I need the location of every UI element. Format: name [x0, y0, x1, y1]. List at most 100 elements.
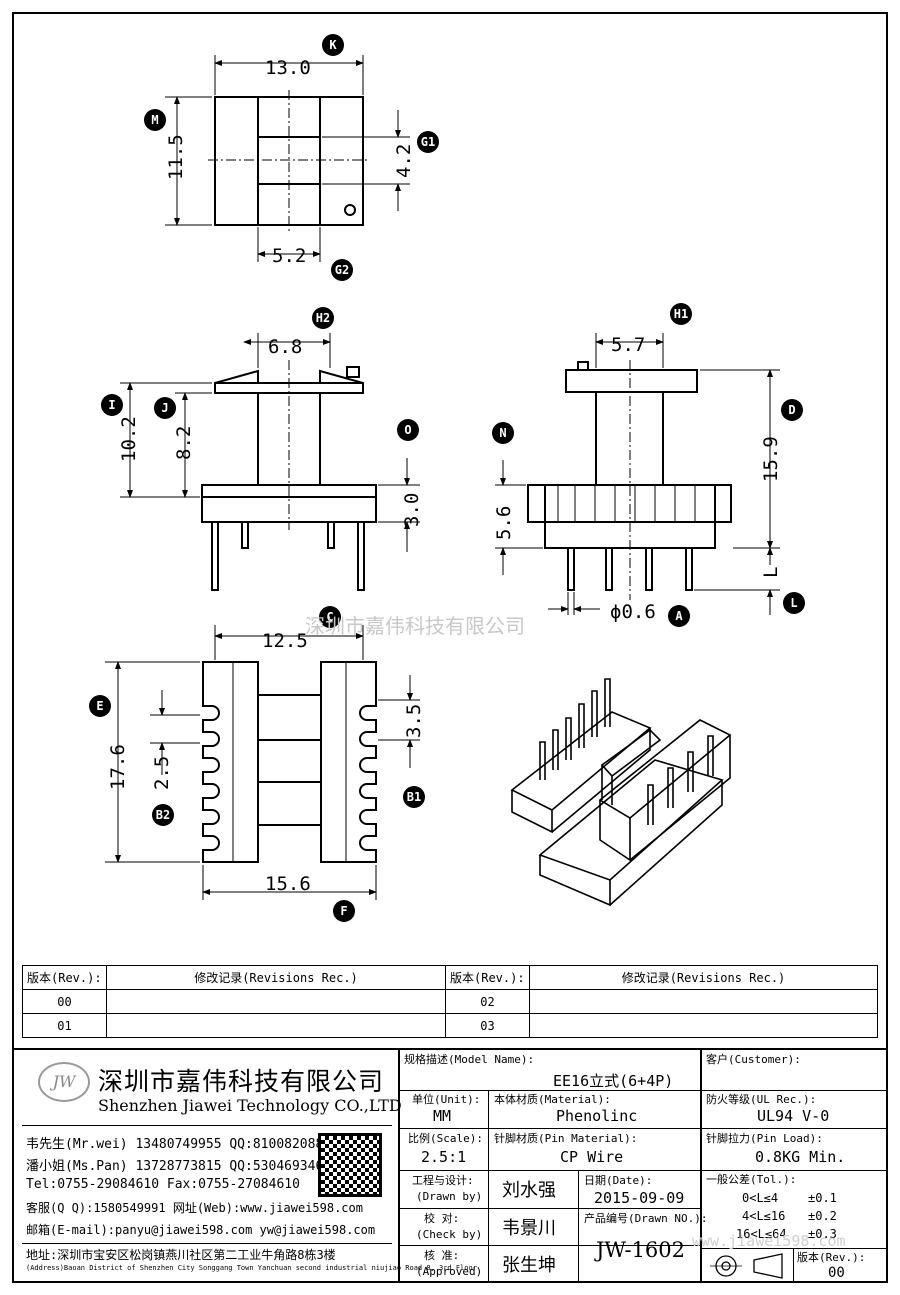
unit-label: 单位(Unit):	[412, 1093, 481, 1106]
ul-value: UL94 V-0	[757, 1107, 830, 1125]
drawn-label-cn: 工程与设计:	[412, 1174, 474, 1187]
marker-D: D	[781, 399, 803, 421]
tolerance-range-2: 4<L≤16	[742, 1209, 786, 1223]
revision-table: 版本(Rev.): 修改记录(Revisions Rec.) 版本(Rev.):…	[22, 965, 878, 1038]
dim-12-5: 12.5	[262, 630, 308, 652]
reference-markers: K M G1 G2 H2 H1 I J O D N L A C E B1 B2 …	[89, 34, 805, 922]
dimension-labels: 13.0 11.5 4.2 5.2 6.8 10.2 8.2 3.0 5.7 1…	[107, 57, 782, 895]
contact-pan: 潘小姐(Ms.Pan) 13728773815 QQ:530469346	[26, 1159, 324, 1174]
dim-8-2: 8.2	[173, 426, 195, 460]
qr-code-icon	[318, 1133, 382, 1197]
tolerance-range-1: 0<L≤4	[742, 1191, 779, 1205]
svg-text:G1: G1	[421, 135, 435, 149]
pin-material-value: CP Wire	[560, 1148, 624, 1166]
marker-F: F	[333, 900, 355, 922]
approve-by-value: 张生坤	[502, 1255, 556, 1276]
tolerance-label: 一般公差(Tol.):	[706, 1173, 797, 1186]
marker-C: C	[319, 606, 341, 628]
marker-G1: G1	[417, 131, 439, 153]
svg-text:L: L	[790, 596, 797, 610]
tolerance-value-2: ±0.2	[808, 1209, 837, 1223]
dim-17-6: 17.6	[107, 744, 129, 790]
marker-B2: B2	[152, 804, 174, 826]
material-label: 本体材质(Material):	[494, 1093, 611, 1106]
marker-L: L	[783, 592, 805, 614]
marker-O: O	[397, 419, 419, 441]
dim-15-9: 15.9	[760, 436, 782, 482]
contact-email: 邮箱(E-mail):panyu@jiawei598.com yw@jiawei…	[26, 1223, 376, 1237]
svg-text:G2: G2	[335, 263, 349, 277]
marker-M: M	[144, 109, 166, 131]
drawn-by-value: 刘水强	[502, 1180, 556, 1201]
marker-N: N	[492, 422, 514, 444]
address-en: (Address)Baoan District of Shenzhen City…	[26, 1264, 477, 1272]
date-value: 2015-09-09	[594, 1189, 685, 1207]
marker-I: I	[101, 394, 123, 416]
check-label-en: (Check by)	[416, 1228, 483, 1241]
contact-web: 客服(Q Q):1580549991 网址(Web):www.jiawei598…	[26, 1201, 363, 1215]
watermark: 深圳市嘉伟科技有限公司	[305, 614, 525, 638]
model-value: EE16立式(6+4P)	[553, 1072, 674, 1090]
marker-K: K	[322, 34, 344, 56]
svg-text:I: I	[108, 398, 115, 412]
drawing-frame	[12, 12, 888, 1283]
isometric-view	[510, 678, 732, 907]
scale-value: 2.5:1	[421, 1148, 467, 1166]
dim-3-0: 3.0	[401, 493, 423, 527]
drawn-label-en: (Drawn by)	[416, 1190, 483, 1203]
svg-text:N: N	[499, 426, 506, 440]
svg-text:C: C	[326, 610, 333, 624]
address-cn: 地址:深圳市宝安区松岗镇燕川社区第二工业牛角路8栋3楼	[26, 1248, 336, 1262]
projection-symbol-icon	[710, 1253, 783, 1279]
tolerance-value-1: ±0.1	[808, 1191, 837, 1205]
dim-5-7: 5.7	[611, 334, 645, 356]
dim-10-2: 10.2	[118, 416, 140, 462]
svg-text:K: K	[329, 38, 337, 52]
company-logo: JW	[38, 1062, 90, 1102]
marker-H1: H1	[670, 303, 692, 325]
bottom-view	[202, 661, 377, 863]
material-value: Phenolinc	[556, 1107, 638, 1125]
svg-text:E: E	[96, 699, 103, 713]
watermark-url: www.jiawei598.com	[692, 1232, 846, 1250]
version-label: 版本(Rev.):	[797, 1251, 866, 1264]
marker-E: E	[89, 695, 111, 717]
dim-6-8: 6.8	[268, 336, 302, 358]
svg-text:H2: H2	[316, 311, 330, 325]
tolerance-range-3: 16<L≤64	[736, 1227, 787, 1241]
marker-J: J	[154, 397, 176, 419]
rev-header-left: 版本(Rev.):	[22, 965, 107, 990]
svg-text:D: D	[788, 403, 795, 417]
svg-text:O: O	[404, 423, 411, 437]
dim-15-6: 15.6	[265, 873, 311, 895]
svg-text:F: F	[340, 904, 347, 918]
ul-label: 防火等级(UL Rec.):	[706, 1093, 817, 1106]
customer-label: 客户(Customer):	[706, 1053, 801, 1066]
date-label: 日期(Date):	[584, 1174, 653, 1187]
marker-H2: H2	[312, 307, 334, 329]
pin-load-label: 针脚拉力(Pin Load):	[706, 1132, 823, 1145]
company-name-cn: 深圳市嘉伟科技有限公司	[98, 1067, 385, 1096]
dim-5-6: 5.6	[493, 506, 515, 540]
svg-text:H1: H1	[674, 307, 688, 321]
svg-text:M: M	[151, 113, 158, 127]
dim-5-2: 5.2	[272, 245, 306, 267]
contact-tel: Tel:0755-29084610 Fax:0755-27084610	[26, 1177, 300, 1192]
svg-text:B1: B1	[407, 790, 421, 804]
svg-text:J: J	[161, 401, 168, 415]
approve-label-en: (Approved)	[416, 1265, 483, 1278]
technical-drawing: 13.0 11.5 4.2 5.2 6.8 10.2 8.2 3.0 5.7 1…	[89, 34, 805, 922]
rec-header-left: 修改记录(Revisions Rec.)	[106, 965, 446, 990]
svg-text:A: A	[675, 609, 683, 623]
pin-material-label: 针脚材质(Pin Material):	[494, 1132, 638, 1145]
dim-0-6: ϕ0.6	[610, 601, 656, 623]
company-name-en: Shenzhen Jiawei Technology CO.,LTD	[98, 1096, 402, 1115]
unit-value: MM	[433, 1107, 452, 1125]
rev-header-right: 版本(Rev.):	[445, 965, 530, 990]
dim-L: L	[760, 567, 782, 578]
marker-G2: G2	[331, 259, 353, 281]
drawn-no-label: 产品编号(Drawn NO.):	[584, 1212, 708, 1225]
dim-2-5: 2.5	[151, 756, 173, 790]
table-row: 01 03	[22, 1013, 878, 1038]
marker-A: A	[668, 605, 690, 627]
